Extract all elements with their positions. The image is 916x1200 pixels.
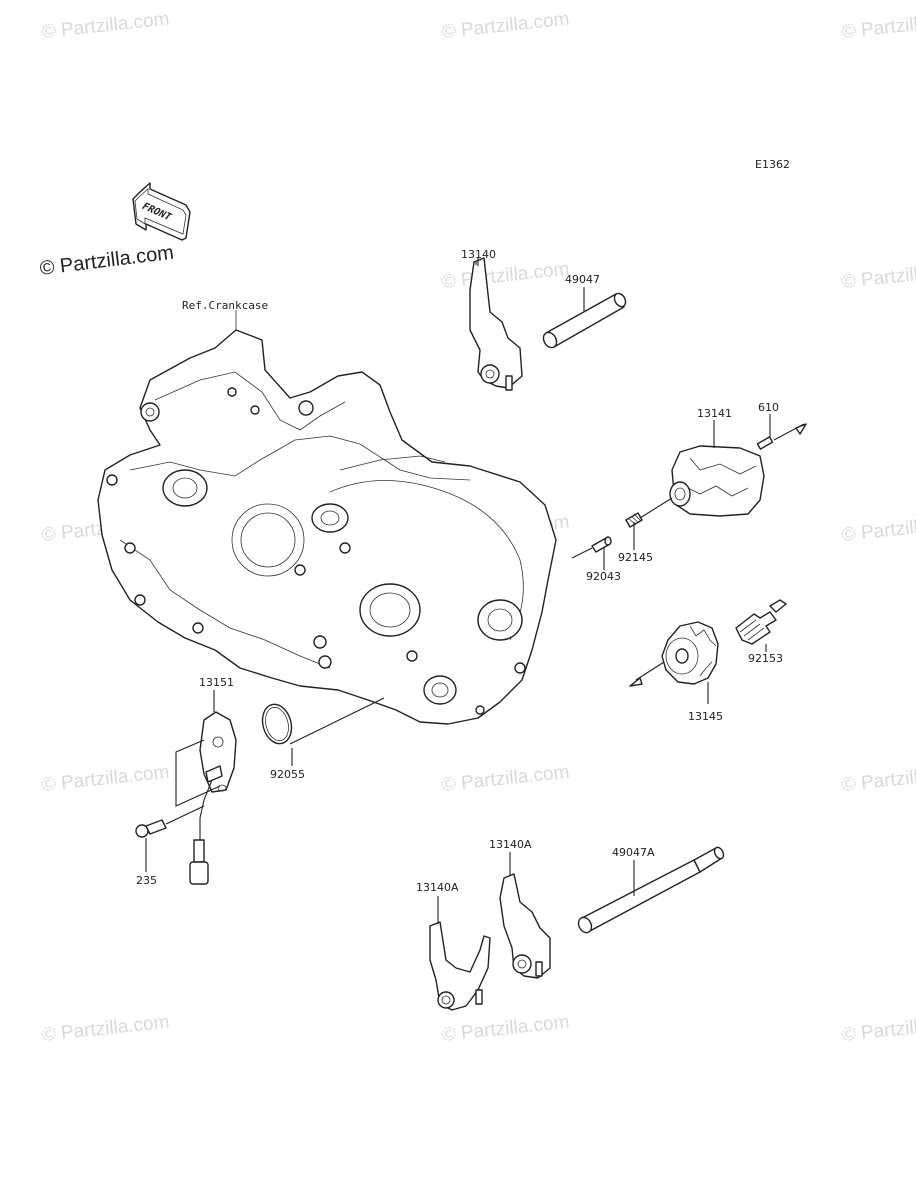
diagram-code: E1362 <box>755 158 790 171</box>
spring-92145 <box>625 512 643 528</box>
shift-drum-13141 <box>669 445 765 517</box>
part-label-92153: 92153 <box>748 652 783 665</box>
shift-fork-13140A-right <box>499 873 551 979</box>
part-label-49047: 49047 <box>565 273 600 286</box>
part-label-13140A-top: 13140A <box>489 838 532 851</box>
shift-rod-49047 <box>542 292 627 349</box>
pin-610 <box>756 436 774 450</box>
part-label-92055: 92055 <box>270 768 305 781</box>
crankcase <box>97 310 557 725</box>
part-label-13151: 13151 <box>199 676 234 689</box>
shift-fork-13140 <box>469 257 523 391</box>
part-label-610: 610 <box>758 401 779 414</box>
part-label-49047A: 49047A <box>612 846 655 859</box>
bolt-92153 <box>735 599 787 645</box>
shift-rod-49047A <box>577 846 725 934</box>
bolt-235 <box>135 819 167 838</box>
part-label-13145: 13145 <box>688 710 723 723</box>
shift-fork-13140A-left <box>429 921 491 1011</box>
o-ring-92055 <box>261 703 293 745</box>
reference-label: Ref.Crankcase <box>182 299 269 312</box>
part-label-13140A-left: 13140A <box>416 881 459 894</box>
part-label-13140: 13140 <box>461 248 496 261</box>
cover-13151 <box>189 711 237 885</box>
part-label-92043: 92043 <box>586 570 621 583</box>
part-label-13141: 13141 <box>697 407 732 420</box>
front-arrow-icon: FRONT <box>132 182 191 241</box>
part-label-92145: 92145 <box>618 551 653 564</box>
gear-13145 <box>661 621 719 685</box>
pin-92043 <box>591 536 612 553</box>
part-label-235: 235 <box>136 874 157 887</box>
